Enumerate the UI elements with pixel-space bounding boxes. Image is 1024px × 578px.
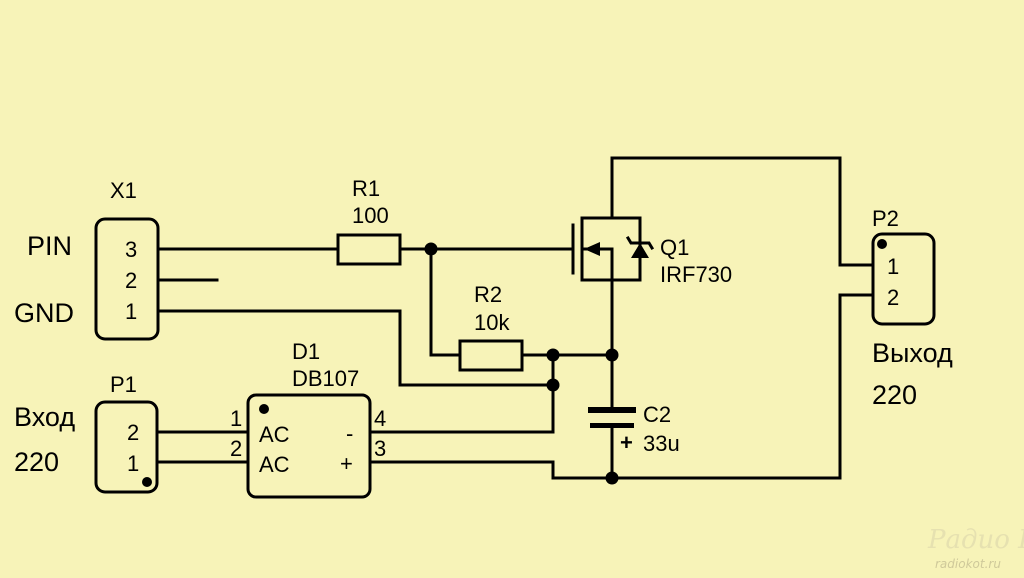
junction-dot — [546, 378, 560, 392]
watermark: Радио КОТ radiokot.ru — [927, 525, 1024, 571]
connector-x1-pin-1: 1 — [125, 299, 137, 324]
mosfet-q1-value: IRF730 — [660, 262, 732, 287]
body-diode-bar — [625, 235, 655, 251]
junction-dot — [424, 242, 438, 256]
bridge-d1-pin4: 4 — [374, 406, 386, 431]
connector-p2-pin-2: 2 — [887, 285, 899, 310]
connector-p1-pin-2: 2 — [127, 420, 139, 445]
connector-x1-body — [94, 217, 160, 341]
connector-p2-pin-1: 1 — [887, 254, 899, 279]
input-label-line1: Вход — [14, 402, 75, 432]
capacitor-c2: C2 + 33u — [588, 402, 680, 456]
connector-p2-ref: P2 — [872, 206, 899, 231]
output-label-line2: 220 — [872, 380, 917, 410]
input-label-line2: 220 — [14, 447, 59, 477]
resistor-r2-ref: R2 — [474, 282, 502, 307]
capacitor-c2-polarity: + — [620, 430, 633, 455]
connector-p1-ref: P1 — [110, 372, 137, 397]
bridge-d1-plus: + — [340, 451, 353, 476]
resistor-r1-body — [336, 233, 402, 266]
mosfet-q1-ref: Q1 — [660, 235, 689, 260]
bridge-d1-ac1: AC — [259, 422, 290, 447]
wire-c2-p2pin2 — [610, 293, 875, 480]
pin1-marker-dot — [877, 239, 887, 249]
bridge-d1-pin2: 2 — [230, 436, 242, 461]
capacitor-c2-value: 33u — [643, 431, 680, 456]
capacitor-c2-ref: C2 — [643, 402, 671, 427]
wire-junction-r2 — [429, 247, 462, 357]
wire-drain-p2pin1 — [610, 156, 875, 267]
resistor-r1-ref: R1 — [352, 176, 380, 201]
connector-x1: X1 3 2 1 PIN GND — [14, 178, 160, 341]
connector-p2: P2 1 2 Выход 220 — [871, 206, 953, 410]
resistor-r1-value: 100 — [352, 203, 389, 228]
body-diode-icon — [631, 243, 649, 258]
wires — [155, 156, 875, 480]
mosfet-arrow-icon — [584, 242, 600, 256]
connector-p1-pin-1: 1 — [127, 451, 139, 476]
connector-x1-pin-2: 2 — [125, 268, 137, 293]
junctions — [424, 242, 619, 485]
connector-x1-pin-3: 3 — [125, 237, 137, 262]
watermark-title: Радио КОТ — [927, 525, 1024, 555]
resistor-r1: R1 100 — [336, 176, 402, 266]
bridge-d1-pin3: 3 — [374, 436, 386, 461]
capacitor-plate-top — [588, 407, 636, 413]
pin1-marker-dot — [142, 477, 152, 487]
mosfet-q1: Q1 IRF730 — [571, 216, 732, 287]
connector-x1-ref: X1 — [110, 178, 137, 203]
bridge-d1-ac2: AC — [259, 452, 290, 477]
junction-dot — [605, 471, 619, 485]
wire-d1-plus — [368, 460, 614, 480]
bridge-d1-pin1: 1 — [230, 406, 242, 431]
bridge-d1: D1 DB107 AC AC - + 1 2 4 3 — [230, 339, 386, 499]
output-label-line1: Выход — [872, 338, 953, 368]
pin1-marker-dot — [259, 404, 269, 414]
capacitor-plate-bottom — [590, 423, 634, 428]
connector-p1-body — [94, 400, 159, 494]
bridge-d1-body — [246, 393, 372, 499]
wire-x1pin1-gnd — [156, 309, 555, 387]
bridge-d1-minus: - — [346, 421, 353, 446]
bridge-d1-ref: D1 — [292, 339, 320, 364]
resistor-r2-value: 10k — [474, 310, 510, 335]
signal-label-pin: PIN — [27, 231, 72, 261]
junction-dot — [605, 348, 619, 362]
connector-p2-body — [871, 232, 936, 326]
resistor-r2: R2 10k — [458, 282, 524, 372]
watermark-url: radiokot.ru — [935, 557, 1001, 571]
connector-p1: P1 2 1 Вход 220 — [14, 372, 159, 494]
resistor-r2-body — [458, 339, 524, 372]
signal-label-gnd: GND — [14, 298, 74, 328]
bridge-d1-value: DB107 — [292, 366, 359, 391]
junction-dot — [546, 348, 560, 362]
